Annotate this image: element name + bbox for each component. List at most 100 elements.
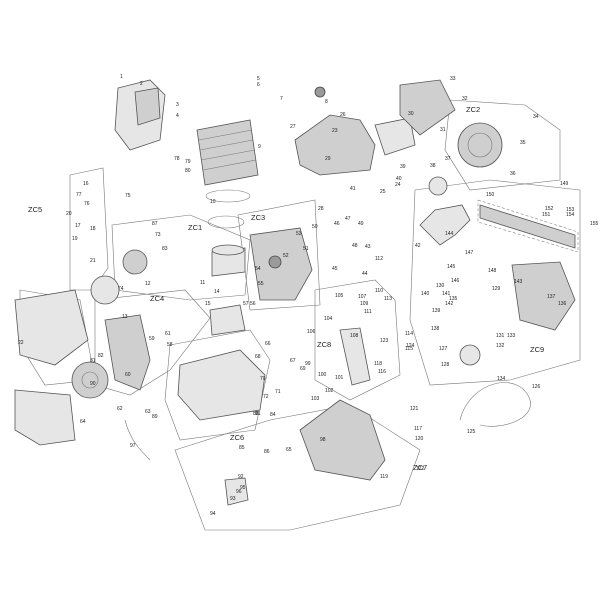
- part-callout: 70: [260, 376, 266, 382]
- part-callout: 62: [117, 406, 123, 412]
- part-callout: 103: [311, 396, 320, 402]
- part-callout: 18: [90, 226, 96, 232]
- part-callout: 69: [300, 366, 306, 372]
- part-callout: 76: [84, 201, 90, 207]
- part-callout: 153: [566, 207, 575, 213]
- part-callout: 40: [396, 176, 402, 182]
- part-callout: 27: [290, 124, 296, 130]
- part-callout: 115: [405, 346, 413, 352]
- part-callout: 109: [360, 301, 369, 307]
- part-callout: 41: [350, 186, 356, 192]
- part-callout: 39: [400, 164, 406, 170]
- oil-pump-assembly: [104, 314, 151, 391]
- part-callout: 118: [374, 361, 382, 367]
- part-callout: 140: [421, 291, 430, 297]
- group-label-zc7: ZC7: [413, 463, 427, 472]
- part-callout: 114: [405, 331, 413, 337]
- zc6-outline: [164, 329, 271, 441]
- part-callout: 29: [325, 156, 331, 162]
- chain-brake-assembly: [459, 344, 531, 427]
- part-callout: 4: [176, 113, 179, 119]
- part-callout: 42: [415, 243, 421, 249]
- group-label-zc4: ZC4: [150, 294, 164, 303]
- sprocket: [428, 176, 448, 196]
- zc2-outline: [444, 99, 561, 191]
- part-callout: 112: [375, 256, 383, 262]
- part-callout: 12: [145, 281, 151, 287]
- part-callout: 104: [324, 316, 333, 322]
- group-label-zc6: ZC6: [230, 433, 244, 442]
- part-callout: 75: [125, 193, 131, 199]
- top-cover: [294, 114, 376, 176]
- part-callout: 46: [334, 221, 340, 227]
- part-callout: 2: [140, 81, 143, 87]
- rear-handle-assembly: [299, 327, 386, 481]
- group-label-zc9: ZC9: [530, 345, 544, 354]
- flywheel: [71, 361, 109, 399]
- part-callout: 132: [496, 343, 505, 349]
- part-callout: 86: [264, 449, 270, 455]
- fuel-line: [124, 419, 151, 461]
- part-callout: 56: [250, 301, 256, 307]
- air-filter-assembly: [114, 79, 166, 151]
- zc7-outline: [174, 404, 421, 531]
- part-callout: 38: [430, 163, 436, 169]
- part-callout: 3: [176, 102, 179, 108]
- part-callout: 17: [75, 223, 81, 229]
- part-callout: 58: [167, 342, 173, 348]
- part-callout: 65: [286, 447, 292, 453]
- part-callout: 55: [258, 281, 264, 287]
- part-callout: 125: [467, 429, 476, 435]
- part-callout: 152: [545, 206, 554, 212]
- part-callout: 59: [149, 336, 155, 342]
- part-callout: 32: [462, 96, 468, 102]
- handle-assembly: [419, 204, 576, 331]
- part-callout: 11: [200, 280, 205, 286]
- part-callout: 28: [318, 206, 324, 212]
- air-filter-element: [134, 87, 161, 126]
- clutch: [90, 275, 120, 305]
- part-callout: 33: [450, 76, 456, 82]
- part-callout: 80: [185, 168, 191, 174]
- guide-bar-assembly: [477, 199, 579, 253]
- zc5-outline: [69, 167, 109, 291]
- part-callout: 36: [510, 171, 516, 177]
- part-callout: 68: [255, 354, 261, 360]
- part-callout: 22: [18, 340, 24, 346]
- cylinder-assembly: [196, 119, 259, 277]
- part-callout: 9: [258, 144, 261, 150]
- part-callout: 16: [83, 181, 89, 187]
- part-callout: 110: [375, 288, 383, 294]
- part-callout: 77: [76, 192, 82, 198]
- part-callout: 108: [350, 333, 359, 339]
- top-cover-assembly: [294, 79, 456, 176]
- zc9-outline: [409, 179, 581, 386]
- part-callout: 45: [332, 266, 338, 272]
- part-callout: 6: [257, 82, 260, 88]
- part-callout: 134: [497, 376, 506, 382]
- part-callout: 121: [410, 406, 419, 412]
- part-callout: 67: [290, 358, 296, 364]
- part-callout: 99: [305, 361, 311, 367]
- part-callout: 49: [358, 221, 364, 227]
- part-callout: 43: [365, 244, 371, 250]
- part-callout: 8: [325, 99, 328, 105]
- part-callout: 20: [66, 211, 72, 217]
- group-label-zc5: ZC5: [28, 205, 42, 214]
- part-callout: 89: [152, 414, 158, 420]
- part-callout: 136: [558, 301, 567, 307]
- handle-cover: [399, 79, 456, 136]
- crankcase-assembly: [209, 227, 313, 336]
- part-callout: 25: [380, 189, 386, 195]
- part-callout: 144: [445, 231, 454, 237]
- part-callout: 53: [296, 231, 302, 237]
- part-callout: 131: [496, 333, 505, 339]
- part-callout: 13: [122, 314, 128, 320]
- part-callout: 23: [332, 128, 338, 134]
- part-callout: 147: [465, 250, 474, 256]
- part-callout: 139: [432, 308, 441, 314]
- guide-bar: [479, 204, 576, 249]
- part-callout: 35: [520, 140, 526, 146]
